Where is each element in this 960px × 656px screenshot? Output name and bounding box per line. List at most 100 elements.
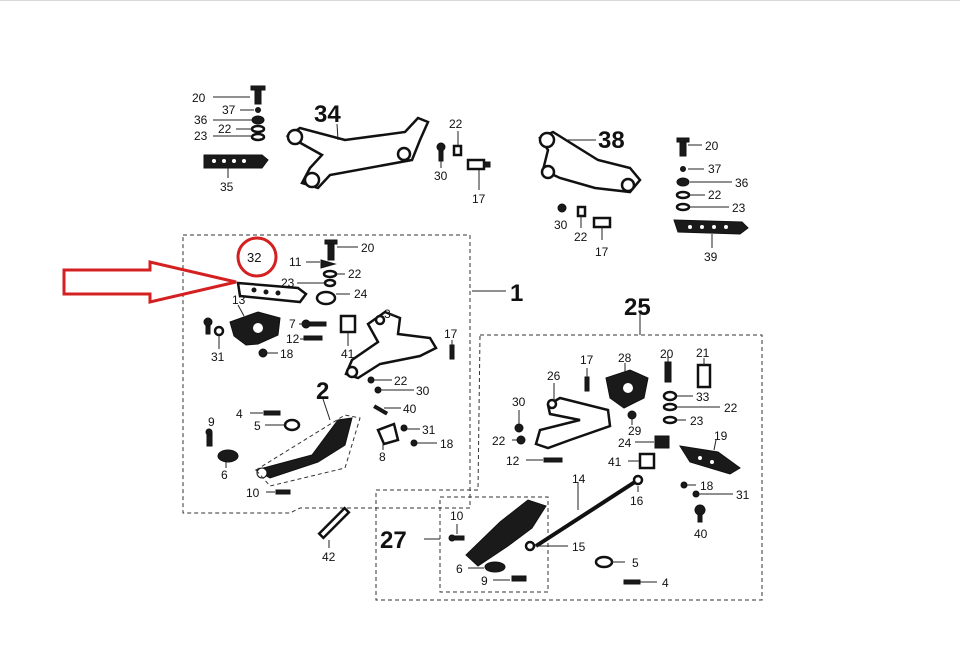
footpeg-35	[203, 154, 269, 169]
assembly-box-27	[439, 496, 549, 593]
label-12-b: 12	[506, 454, 520, 468]
label-21: 21	[696, 346, 710, 360]
label-20-b: 20	[705, 139, 719, 153]
link-8	[376, 422, 400, 446]
washer-37-top-left	[255, 107, 261, 113]
label-42: 42	[322, 550, 336, 564]
bracket-38	[538, 130, 642, 194]
label-1: 1	[510, 280, 523, 307]
label-18-a: 18	[280, 347, 294, 361]
washer-22-c	[576, 205, 587, 218]
cap-5-b	[594, 555, 614, 569]
assembly-box-25	[375, 334, 763, 601]
label-37-a: 37	[222, 103, 236, 117]
plug-21	[696, 363, 712, 389]
top-border	[0, 0, 960, 1]
rod-14	[534, 474, 644, 548]
label-17-a: 17	[472, 192, 486, 206]
label-35: 35	[220, 180, 234, 194]
nut-30-c	[374, 386, 382, 394]
nut-36-right	[676, 177, 690, 187]
washer-37-right	[680, 166, 686, 172]
washer-23-c	[323, 278, 337, 288]
bolt-10-a	[275, 489, 291, 495]
spring-33	[662, 390, 678, 402]
bolt-31-a	[203, 317, 213, 335]
assembly-box-1	[182, 234, 471, 514]
nut-18-c	[680, 481, 688, 489]
bolt-9-b	[511, 575, 527, 582]
label-14: 14	[572, 472, 586, 486]
bolt-4-a	[263, 410, 281, 416]
label-41-b: 41	[608, 455, 622, 469]
washer-22-top-left	[250, 124, 266, 134]
footpeg-39	[673, 219, 749, 235]
label-17-d: 17	[580, 353, 594, 367]
nut-36-top-left	[251, 115, 265, 125]
label-10-b: 10	[450, 509, 464, 523]
label-4-b: 4	[662, 576, 669, 590]
label-28: 28	[618, 351, 632, 365]
washer-22-f	[367, 376, 375, 384]
label-9-b: 9	[481, 574, 488, 588]
label-8: 8	[379, 450, 386, 464]
footpeg-19	[678, 445, 741, 475]
label-22-e: 22	[348, 267, 362, 281]
label-5-b: 5	[632, 556, 639, 570]
nut-18-a	[258, 348, 268, 358]
spacer-23-top-left	[250, 132, 266, 142]
spacer-23-right	[675, 202, 691, 212]
label-6-a: 6	[221, 468, 228, 482]
label-4-a: 4	[236, 407, 243, 421]
bolt-17-c	[449, 344, 455, 360]
label-22-c: 22	[574, 230, 588, 244]
bushing-24-a	[315, 290, 337, 306]
bolt-40-a	[373, 404, 389, 416]
label-22-g: 22	[724, 401, 738, 415]
bolt-20-top-left	[250, 85, 266, 105]
footrest-2-outline	[255, 414, 361, 487]
bracket-41-a	[339, 314, 357, 334]
washer-31-a	[213, 325, 225, 337]
heel-guard-13	[229, 311, 281, 346]
label-23-b: 23	[732, 201, 746, 215]
label-26: 26	[547, 369, 561, 383]
label-31-c: 31	[736, 488, 750, 502]
spring-11	[320, 259, 337, 269]
label-36-b: 36	[735, 176, 749, 190]
label-13: 13	[232, 293, 246, 307]
bolt-20-right	[676, 137, 690, 157]
nut-18-b	[410, 439, 418, 447]
label-24-a: 24	[354, 287, 368, 301]
bolt-29	[627, 410, 637, 420]
label-20-a: 20	[192, 91, 206, 105]
bolt-4-b	[623, 579, 641, 585]
label-5-a: 5	[254, 419, 261, 433]
label-27: 27	[380, 527, 407, 554]
bolt-10-b	[448, 534, 465, 542]
label-32: 32	[247, 250, 261, 265]
bolt-12-b	[543, 457, 563, 463]
washer-22-e	[322, 269, 338, 279]
label-17-b: 17	[595, 245, 609, 259]
label-23-d: 23	[690, 414, 704, 428]
label-37-b: 37	[708, 162, 722, 176]
bolt-12-a	[303, 335, 323, 341]
label-18-c: 18	[700, 479, 714, 493]
label-2: 2	[316, 378, 329, 405]
washer-31-c	[692, 490, 700, 498]
label-22-h: 22	[492, 434, 506, 448]
spring-6-b	[484, 561, 506, 573]
bolt-17-a	[466, 158, 491, 171]
bolt-17-b	[592, 216, 612, 229]
lever-26	[534, 396, 612, 450]
bolt-7-a	[301, 319, 327, 329]
label-33: 33	[696, 390, 710, 404]
bolt-17-d	[584, 376, 590, 392]
cap-5-a	[283, 418, 301, 432]
label-36-a: 36	[194, 113, 208, 127]
label-19: 19	[714, 429, 728, 443]
spring-6-a	[217, 449, 239, 463]
label-24-b: 24	[618, 436, 632, 450]
